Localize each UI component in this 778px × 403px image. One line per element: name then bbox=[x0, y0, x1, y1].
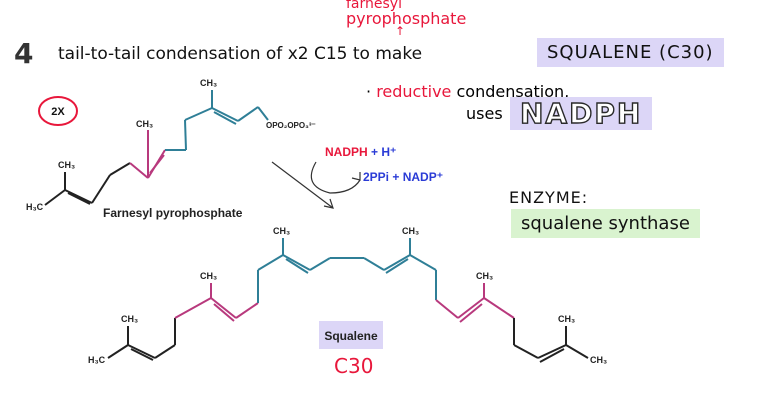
opp-group-label: OPO₂OPO₃³⁻ bbox=[266, 121, 316, 130]
reductive-word: reductive bbox=[376, 82, 452, 101]
step-number: 4 bbox=[14, 37, 34, 70]
ch3-label: CH₃ bbox=[200, 78, 217, 88]
squalene-label-highlight bbox=[319, 321, 383, 349]
cofactor-arrowhead-icon bbox=[351, 172, 361, 181]
nadph-outline-text: NADPH bbox=[510, 96, 653, 131]
up-arrow-icon: ↑ bbox=[395, 24, 406, 38]
ch3-label: CH₃ bbox=[558, 314, 575, 324]
condensation-word: condensation, bbox=[456, 82, 570, 101]
enzyme-label: ENZYME: bbox=[509, 188, 589, 207]
ch3-label: CH₃ bbox=[402, 226, 419, 236]
title-product: SQUALENE (C30) bbox=[537, 38, 724, 67]
bullet-dot-icon: · bbox=[366, 82, 372, 101]
h3c-label: H₃C bbox=[26, 202, 44, 212]
squalene-skeleton bbox=[107, 238, 589, 363]
times-two-text: 2X bbox=[51, 106, 65, 118]
cofactor-curved-arrow bbox=[310, 161, 361, 194]
farnesyl-note-line1: farnesyl bbox=[346, 0, 402, 12]
ch3-label: CH₃ bbox=[121, 314, 138, 324]
ch3-label: CH₃ bbox=[590, 355, 607, 365]
ch3-label: CH₃ bbox=[476, 271, 493, 281]
squalene-label: Squalene bbox=[324, 329, 378, 343]
title-text: tail-to-tail condensation of x2 C15 to m… bbox=[58, 44, 423, 64]
uses-word: uses bbox=[466, 104, 503, 123]
reaction-arrow bbox=[271, 161, 334, 209]
ch3-label: CH₃ bbox=[136, 119, 153, 129]
enzyme-name: squalene synthase bbox=[511, 209, 700, 238]
ch3-label: CH₃ bbox=[58, 160, 75, 170]
products-out-label: 2PPi + NADP⁺ bbox=[363, 170, 443, 184]
bullet-line: · reductive condensation, bbox=[366, 82, 569, 101]
squalene-c30: C30 bbox=[334, 354, 374, 378]
farnesyl-note-line2: pyrophosphate bbox=[346, 9, 467, 28]
nadph-in-label: NADPH + H⁺ bbox=[325, 145, 396, 159]
times-two-circle bbox=[38, 96, 78, 126]
h3c-label: H₃C bbox=[88, 355, 106, 365]
ch3-label: CH₃ bbox=[200, 271, 217, 281]
farnesyl-label: Farnesyl pyrophosphate bbox=[103, 206, 243, 220]
ch3-label: CH₃ bbox=[273, 226, 290, 236]
farnesyl-skeleton bbox=[44, 90, 269, 206]
